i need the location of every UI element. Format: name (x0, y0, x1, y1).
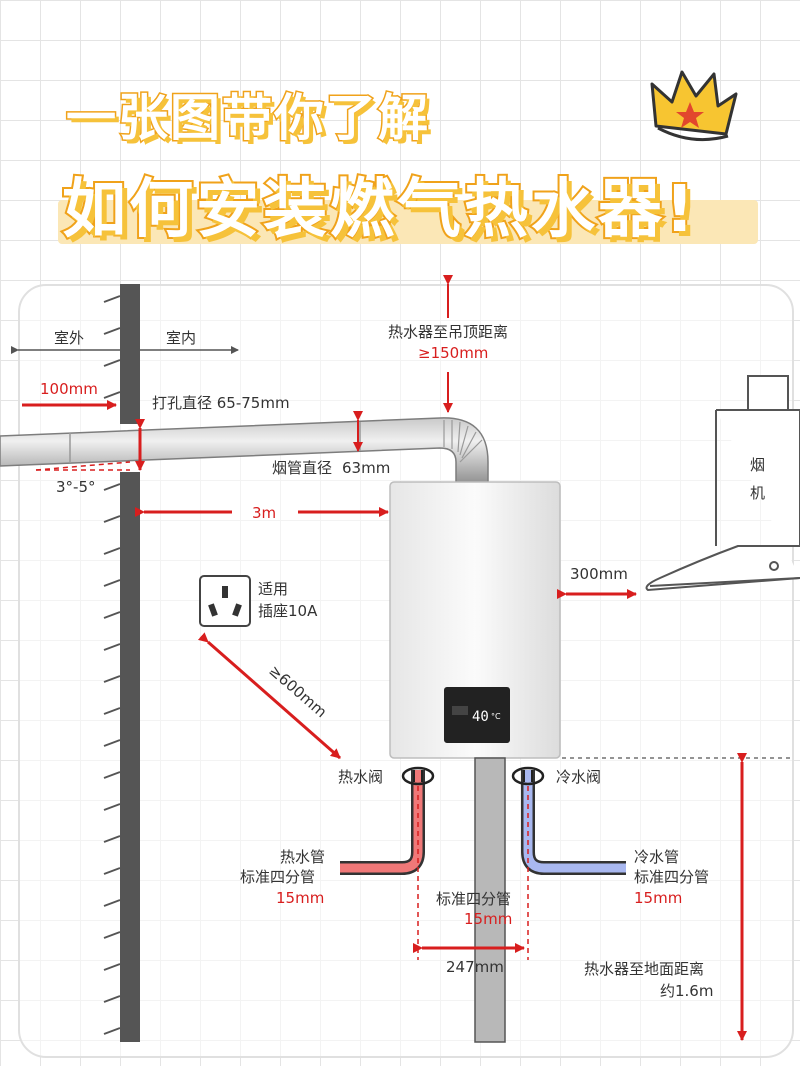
hot-pipe-label-3: 15mm (276, 889, 324, 907)
flue-diameter-value: 63mm (342, 459, 390, 477)
cold-pipe-label-1: 冷水管 (634, 848, 679, 866)
hot-pipe-label-1: 热水管 (280, 848, 325, 866)
hood-text-1: 烟 (750, 456, 765, 474)
wall (103, 284, 140, 1042)
title-line-2: 如何安装燃气热水器! (60, 171, 698, 249)
slope-label: 3°-5° (56, 478, 96, 496)
outdoor-label: 室外 (54, 329, 84, 347)
gas-pipe-label-1: 标准四分管 (436, 890, 511, 908)
hot-pipe-label-2: 标准四分管 (240, 868, 315, 886)
ceiling-distance-label: 热水器至吊顶距离 (388, 323, 508, 341)
heater-display (444, 687, 510, 743)
socket-label-1: 适用 (258, 580, 288, 598)
title-highlight-band (58, 200, 758, 244)
display-temp: 40 (472, 709, 489, 725)
range-hood (645, 375, 800, 592)
socket-label-2: 插座10A (258, 602, 318, 620)
gas-pipe (474, 757, 506, 1043)
title-line-1: 一张图带你了解 (65, 88, 430, 149)
indoor-label: 室内 (166, 329, 196, 347)
hood-text-2: 机 (750, 484, 765, 502)
slope-line (35, 461, 131, 471)
socket-distance-arrow (197, 632, 341, 760)
hot-valve-icon (401, 766, 435, 786)
hood-distance-label: 300mm (570, 565, 628, 583)
water-heater: 40 °C (389, 481, 561, 759)
cold-valve-label: 冷水阀 (556, 768, 601, 786)
crown-icon (650, 70, 738, 142)
flue-diameter-label: 烟管直径 (272, 459, 332, 477)
wall-offset-label: 100mm (40, 380, 98, 398)
flue-pipe (0, 417, 489, 485)
cold-pipe-label-3: 15mm (634, 889, 682, 907)
hot-valve-label: 热水阀 (338, 768, 383, 786)
ceiling-distance-value: ≥150mm (418, 344, 488, 362)
flue-length-label: 3m (252, 504, 276, 522)
socket-icon (199, 575, 251, 627)
display-unit: °C (491, 712, 501, 721)
gas-pipe-label-2: 15mm (464, 910, 512, 928)
cold-pipe-label-2: 标准四分管 (634, 868, 709, 886)
floor-distance-label-2: 约1.6m (660, 982, 713, 1000)
cold-valve-icon (511, 766, 545, 786)
floor-distance-label-1: 热水器至地面距离 (584, 960, 704, 978)
socket-distance-label: ≥600mm (265, 661, 330, 721)
pipe-spacing-label: 247mm (446, 958, 504, 976)
hole-diameter-label: 打孔直径 65-75mm (152, 394, 290, 412)
